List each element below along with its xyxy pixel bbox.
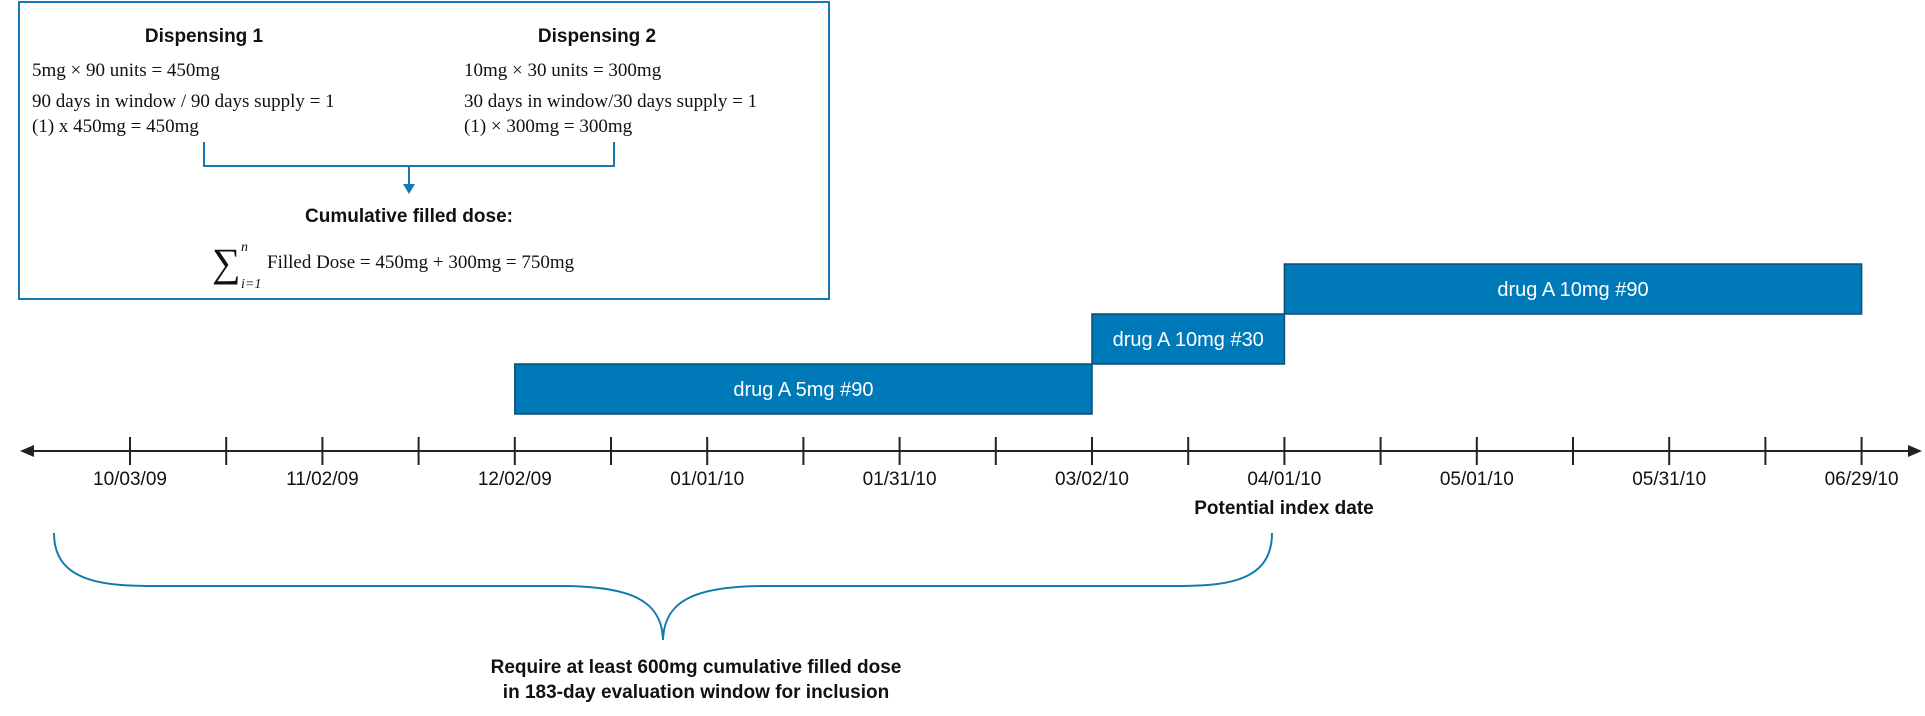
tick-label: 01/01/10 — [670, 469, 744, 490]
dispensing-bar-rect — [1091, 313, 1286, 365]
tick-label: 05/01/10 — [1440, 469, 1514, 490]
tick-label: 05/31/10 — [1632, 469, 1706, 490]
dispensing2-line2: 30 days in window/30 days supply = 1 — [464, 91, 757, 112]
timeline-axis: 10/03/09 11/02/09 12/02/09 01/01/10 01/31/10… — [20, 437, 1922, 490]
cumulative-title: Cumulative filled dose: — [305, 206, 513, 227]
dispensing-bar-label: drug A 10mg #90 — [1497, 279, 1648, 301]
axis-ticks: 10/03/09 11/02/09 12/02/09 01/01/10 01/31/10… — [93, 437, 1899, 490]
window-label-line1: Require at least 600mg cumulative filled… — [491, 657, 902, 678]
dispensing2-title: Dispensing 2 — [538, 26, 656, 47]
tick-label: 12/02/09 — [478, 469, 552, 490]
tick-label: 06/29/10 — [1825, 469, 1899, 490]
tick-label: 04/01/10 — [1247, 469, 1321, 490]
tick-label: 11/02/09 — [286, 469, 359, 490]
dispensing1-line1: 5mg × 90 units = 450mg — [32, 60, 220, 81]
connector-arrowhead-icon — [403, 184, 415, 194]
index-date-label: Potential index date — [1194, 498, 1373, 519]
dispensing1-line2: 90 days in window / 90 days supply = 1 — [32, 91, 335, 112]
tick-label: 01/31/10 — [863, 469, 937, 490]
axis-left-arrow-icon — [20, 445, 34, 457]
dispensing2-line1: 10mg × 30 units = 300mg — [464, 60, 662, 81]
formula-text: Filled Dose = 450mg + 300mg = 750mg — [267, 252, 575, 273]
dispensing-connector — [203, 142, 615, 186]
dispensing1-line3: (1) x 450mg = 450mg — [32, 116, 199, 137]
summary-box: Dispensing 1 5mg × 90 units = 450mg 90 d… — [18, 1, 830, 300]
sum-symbol-icon: ∑ — [212, 240, 241, 285]
dispensing-bar-label: drug A 10mg #30 — [1113, 329, 1264, 351]
tick-label: 10/03/09 — [93, 469, 167, 490]
dispensing-bar-label: drug A 5mg #90 — [733, 379, 873, 401]
dispensing-bar-rect — [1283, 263, 1863, 315]
dispensing-bars: drug A 5mg #90 drug A 10mg #30 drug A 10mg… — [514, 263, 1863, 415]
dispensing-bar: drug A 5mg #90 — [514, 363, 1093, 415]
dispensing1-title: Dispensing 1 — [145, 26, 264, 47]
dispensing2-line3: (1) × 300mg = 300mg — [464, 116, 633, 137]
dispensing-bar: drug A 10mg #90 — [1283, 263, 1863, 315]
evaluation-window-brace — [53, 532, 1273, 641]
window-label-line2: in 183-day evaluation window for inclusi… — [503, 682, 889, 703]
dispensing-bar-rect — [514, 363, 1093, 415]
axis-right-arrow-icon — [1908, 445, 1922, 457]
summary-box-frame — [18, 1, 830, 300]
tick-label: 03/02/10 — [1055, 469, 1129, 490]
sum-lower-limit: i=1 — [241, 277, 261, 292]
dispensing-bar: drug A 10mg #30 — [1091, 313, 1286, 365]
sum-upper-limit: n — [241, 240, 248, 255]
